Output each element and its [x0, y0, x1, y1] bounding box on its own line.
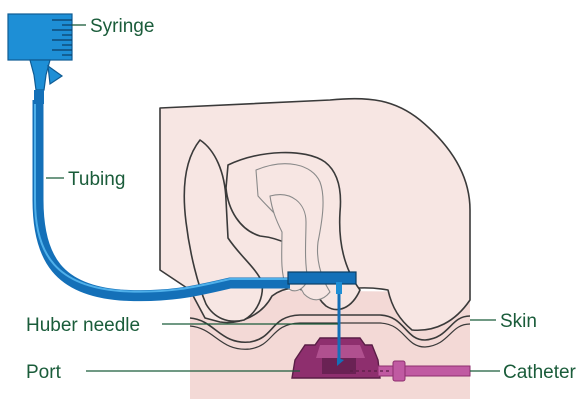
label-syringe: Syringe: [90, 16, 154, 37]
needle-hub: [336, 282, 342, 294]
label-skin: Skin: [500, 311, 537, 332]
syringe-barrel: [8, 14, 72, 60]
syringe-wing: [48, 66, 62, 84]
label-tubing: Tubing: [68, 169, 125, 190]
label-port: Port: [26, 362, 62, 383]
label-catheter: Catheter: [503, 362, 577, 383]
catheter-lock: [393, 361, 405, 381]
catheter: [378, 366, 470, 376]
syringe-hub: [30, 60, 50, 90]
label-huber-needle: Huber needle: [26, 315, 140, 336]
syringe: [8, 14, 72, 104]
needle-wing: [288, 272, 356, 284]
syringe-connector: [34, 90, 44, 104]
